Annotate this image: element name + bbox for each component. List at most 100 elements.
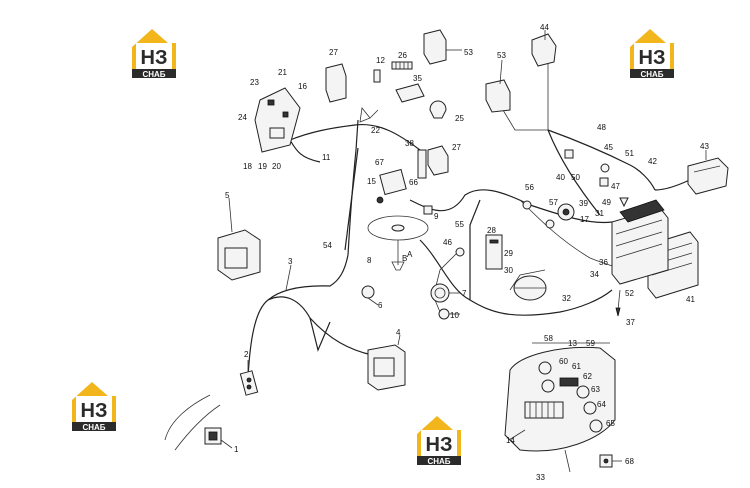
label-66: 66 (409, 178, 418, 187)
label-13: 13 (568, 339, 577, 348)
part-53-lamp-a (423, 29, 447, 65)
part-67-box (379, 168, 407, 196)
part-control-panel (254, 87, 301, 153)
part-6-connector (361, 285, 375, 299)
label-63: 63 (591, 385, 600, 394)
part-27-lamp-b (427, 145, 449, 176)
part-9-switch (423, 205, 433, 215)
label-53b: 53 (497, 51, 506, 60)
part-39-horn (557, 203, 575, 221)
label-39: 39 (579, 199, 588, 208)
label-60: 60 (559, 357, 568, 366)
label-31: 31 (595, 209, 604, 218)
label-4: 4 (396, 328, 401, 337)
part-38-unit (417, 149, 427, 179)
label-7: 7 (462, 289, 467, 298)
label-41: 41 (686, 295, 695, 304)
label-68: 68 (625, 457, 634, 466)
label-56: 56 (525, 183, 534, 192)
part-57-connector (545, 219, 555, 229)
part-35-module (395, 83, 425, 103)
part-2-connector (239, 370, 259, 396)
logo-top-right: НЗ СНАБ (630, 29, 674, 79)
part-15-relay (376, 196, 384, 204)
part-46-connector (455, 247, 465, 257)
label-B: B (402, 254, 407, 263)
label-29: 29 (504, 249, 513, 258)
part-8-steering-wheel (367, 215, 429, 271)
part-49-sensor (619, 197, 629, 208)
part-37-terminal (615, 289, 621, 317)
part-68-connector (599, 454, 613, 468)
label-3: 3 (288, 257, 293, 266)
label-52: 52 (625, 289, 634, 298)
logo-bottom-text: СНАБ (640, 70, 663, 79)
logo-top-text: НЗ (141, 47, 168, 69)
label-62: 62 (583, 372, 592, 381)
logo-bottom-left: НЗ СНАБ (72, 382, 116, 432)
part-32-starter (513, 275, 547, 301)
logo-bottom-text: СНАБ (427, 457, 450, 466)
label-55: 55 (455, 220, 464, 229)
label-27b: 27 (452, 143, 461, 152)
part-45-sensor (600, 163, 610, 173)
label-43: 43 (700, 142, 709, 151)
label-33: 33 (536, 473, 545, 482)
part-4-box (367, 344, 406, 391)
label-34: 34 (590, 270, 599, 279)
logo-bottom-text: СНАБ (142, 70, 165, 79)
label-25: 25 (455, 114, 464, 123)
part-7-lamp (430, 283, 450, 303)
label-A: A (407, 250, 413, 259)
label-1: 1 (234, 445, 239, 454)
part-battery-52 (611, 199, 669, 285)
label-2: 2 (244, 350, 249, 359)
label-36: 36 (599, 258, 608, 267)
label-20: 20 (272, 162, 281, 171)
label-24: 24 (238, 113, 247, 122)
label-49: 49 (602, 198, 611, 207)
label-17: 17 (580, 215, 589, 224)
part-43-box (687, 157, 729, 195)
label-32: 32 (562, 294, 571, 303)
part-22-fan (359, 107, 379, 123)
label-16: 16 (298, 82, 307, 91)
part-labels: 1 2 3 4 5 6 7 8 9 10 11 12 13 14 15 16 1… (225, 23, 709, 482)
label-8: 8 (367, 256, 372, 265)
part-12-relay (373, 69, 381, 83)
label-28: 28 (487, 226, 496, 235)
part-1-switch (164, 394, 222, 451)
label-64: 64 (597, 400, 606, 409)
part-27-lamp-a (325, 63, 347, 103)
label-9: 9 (434, 212, 439, 221)
part-53-lamp-b (485, 79, 511, 113)
label-38: 38 (405, 139, 414, 148)
label-44: 44 (540, 23, 549, 32)
part-26-fuse-block (391, 61, 413, 70)
wiring-harness (247, 60, 701, 379)
logo-bottom-text: СНАБ (82, 423, 105, 432)
label-11: 11 (322, 153, 331, 162)
label-61: 61 (572, 362, 581, 371)
label-47: 47 (611, 182, 620, 191)
logo-top-text: НЗ (639, 47, 666, 69)
label-27a: 27 (329, 48, 338, 57)
part-10-connector (438, 308, 450, 320)
label-18: 18 (243, 162, 252, 171)
label-67: 67 (375, 158, 384, 167)
label-21: 21 (278, 68, 287, 77)
part-40-sensor (564, 149, 574, 159)
label-35: 35 (413, 74, 422, 83)
label-23: 23 (250, 78, 259, 87)
label-42: 42 (648, 157, 657, 166)
label-54: 54 (323, 241, 332, 250)
part-25-bulb (429, 100, 447, 119)
label-58: 58 (544, 334, 553, 343)
label-50: 50 (571, 173, 580, 182)
label-5: 5 (225, 191, 230, 200)
label-6: 6 (378, 301, 383, 310)
label-46: 46 (443, 238, 452, 247)
part-44-lamp (531, 33, 557, 67)
